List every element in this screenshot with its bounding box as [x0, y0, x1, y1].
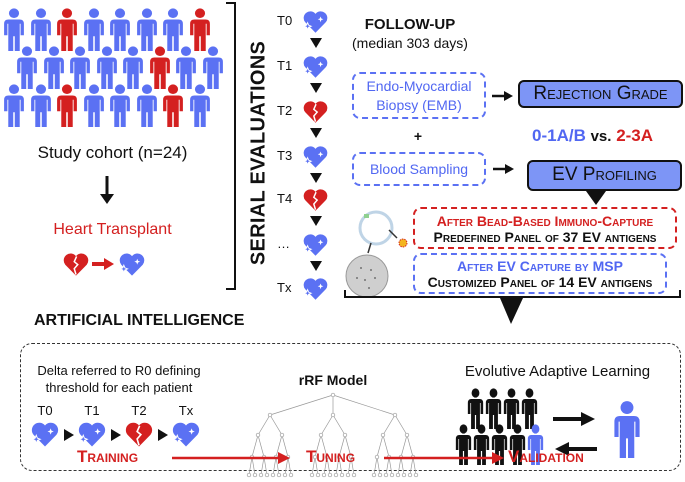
merge-bracket	[344, 290, 681, 324]
emb-line1: Endo-Myocardial	[366, 78, 472, 94]
cohort-label: Study cohort (n=24)	[37, 143, 188, 162]
delta-line2: threshold for each patient	[45, 380, 193, 395]
followup-subtitle: (median 303 days)	[352, 35, 468, 51]
right-triangle-icon	[64, 429, 74, 441]
msp-capture-box: After EV Capture by MSP Customized Panel…	[413, 253, 667, 294]
healthy-heart-icon	[77, 419, 107, 449]
rejecting-patient-icon	[56, 84, 78, 128]
rejection-grade-box: Rejection Grade	[518, 80, 683, 108]
patient-icon	[83, 84, 105, 128]
emb-box: Endo-Myocardial Biopsy (EMB)	[352, 72, 486, 119]
delta-description: Delta referred to R0 defining threshold …	[24, 362, 214, 396]
healthy-heart-icon	[302, 275, 329, 302]
healthy-heart-icon	[302, 8, 329, 35]
healthy-heart-icon	[30, 419, 60, 449]
down-arrow-icon	[100, 176, 114, 204]
ev-profiling-box: EV Profiling	[527, 160, 682, 191]
emb-line2: Biopsy (EMB)	[376, 97, 462, 113]
new-patient-icon	[613, 390, 641, 470]
msp-capture-title: After EV Capture by MSP	[457, 258, 623, 274]
arrow-icon	[172, 452, 290, 464]
timepoint-label: T2	[131, 403, 147, 418]
broken-heart-icon	[302, 186, 329, 213]
timepoint-label: T2	[277, 103, 293, 118]
broken-heart-icon	[124, 419, 154, 449]
timepoint-label: T1	[277, 58, 293, 73]
step-validation: Validation	[508, 447, 584, 466]
pointer-triangle	[586, 191, 606, 205]
healthy-heart-icon	[302, 231, 329, 258]
grade-low: 0-1A/B	[532, 126, 586, 145]
timepoint-label: T3	[277, 148, 293, 163]
followup-title: FOLLOW-UP	[364, 16, 456, 33]
healthy-heart-icon	[171, 419, 201, 449]
step-training: Training	[77, 447, 139, 466]
arrow-icon	[492, 91, 513, 101]
right-arrow-icon	[92, 258, 114, 270]
study-cohort-people	[0, 0, 230, 140]
ai-title: ARTIFICIAL INTELLIGENCE	[34, 312, 245, 329]
ai-panel	[20, 343, 681, 471]
evolutive-learning-label: Evolutive Adaptive Learning	[464, 363, 651, 380]
patient-icon	[30, 84, 52, 128]
timepoint-label: Tx	[178, 403, 194, 418]
patient-icon	[189, 84, 211, 128]
timepoint-label: …	[277, 236, 290, 251]
timepoint-label: T1	[84, 403, 100, 418]
heart-transplant-label: Heart Transplant	[53, 221, 172, 238]
down-triangle-icon	[310, 173, 322, 183]
bead-capture-panel: Predefined Panel of 37 EV antigens	[433, 229, 657, 245]
bead-capture-title: After Bead-Based Immuno-Capture	[436, 213, 654, 229]
delta-line1: Delta referred to R0 defining	[37, 363, 201, 378]
timepoint-label: T0	[37, 403, 53, 418]
down-triangle-icon	[310, 261, 322, 271]
healthy-heart-icon	[118, 250, 146, 278]
arrow-icon	[384, 452, 504, 464]
timepoint-label: T4	[277, 191, 293, 206]
grade-high: 2-3A	[616, 126, 654, 145]
random-forest-tree	[246, 392, 419, 478]
down-triangle-icon	[310, 216, 322, 226]
grade-comparison: 0-1A/B vs. 2-3A	[532, 126, 653, 146]
healthy-heart-icon	[302, 143, 329, 170]
arrow-left-icon	[555, 442, 597, 456]
broken-heart-icon	[302, 98, 329, 125]
training-timeline: T0 T1 T2 Tx	[30, 403, 220, 463]
bracket	[226, 2, 236, 290]
blood-sampling-box: Blood Sampling	[352, 152, 486, 186]
arrow-icon	[493, 164, 514, 174]
patient-icon	[109, 84, 131, 128]
step-tuning: Tuning	[306, 447, 356, 466]
bead-capture-box: After Bead-Based Immuno-Capture Predefin…	[413, 207, 677, 249]
rrf-model-label: rRF Model	[298, 372, 368, 388]
broken-heart-icon	[62, 250, 90, 278]
plus-sign: +	[413, 128, 423, 144]
rejecting-patient-icon	[162, 84, 184, 128]
down-triangle-icon	[310, 38, 322, 48]
serial-evaluations-title: SERIAL EVALUATIONS	[247, 40, 270, 266]
healthy-heart-icon	[302, 53, 329, 80]
timepoint-label: Tx	[277, 280, 292, 295]
right-triangle-icon	[111, 429, 121, 441]
down-triangle-icon	[310, 83, 322, 93]
timepoint-label: T0	[277, 13, 293, 28]
patient-icon	[136, 84, 158, 128]
arrow-right-icon	[553, 412, 595, 426]
bead-capture-icon	[345, 210, 408, 298]
right-triangle-icon	[158, 429, 168, 441]
grade-vs: vs.	[590, 128, 612, 145]
down-triangle-icon	[310, 128, 322, 138]
msp-capture-panel: Customized Panel of 14 EV antigens	[427, 274, 653, 290]
patient-icon	[3, 84, 25, 128]
